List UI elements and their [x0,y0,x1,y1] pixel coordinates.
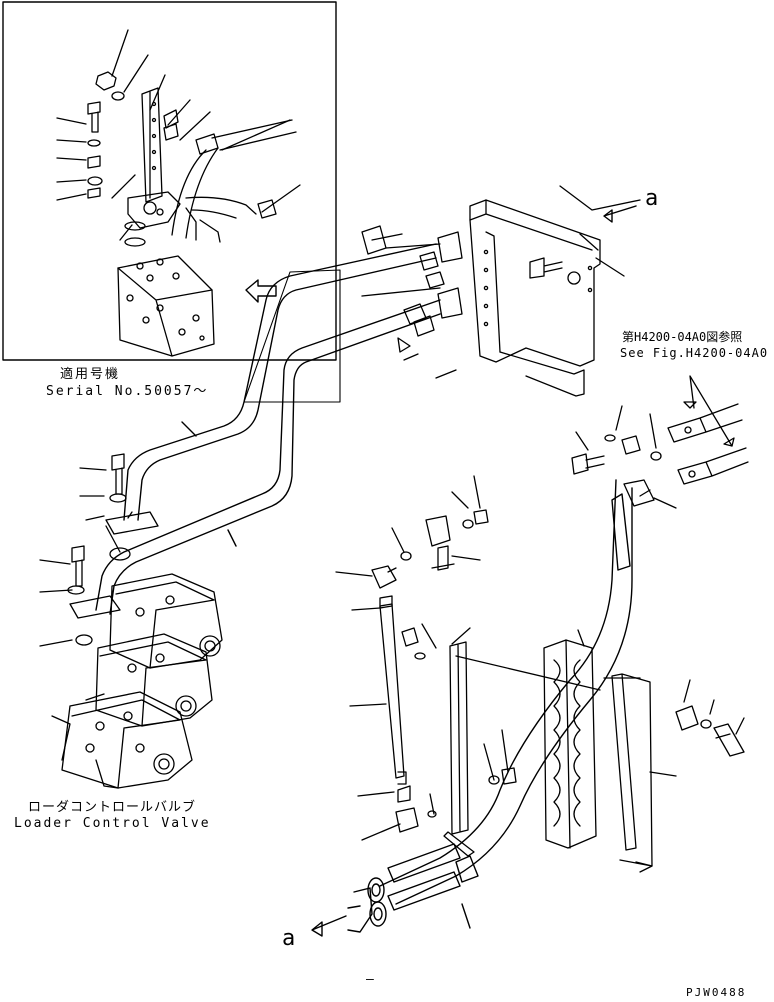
drawing-code: PJW0488 [686,986,747,999]
inset-arrow [245,279,277,303]
reference-figure-en[interactable]: See Fig.H4200-04A0 [620,346,769,360]
centre-small-parts [335,475,489,841]
right-side-fittings [571,375,749,757]
loader-control-valve-drawing [51,573,223,789]
inset-applicability-label: 適用号機 [60,367,121,382]
connector-label-a-top: a [645,186,659,211]
valve-label-jp: ローダコントロールバルブ [28,800,197,815]
valve-label-en: Loader Control Valve [14,816,211,831]
inset-serial-number: Serial No.50057〜 [46,384,209,399]
connector-label-a-bottom: a [282,926,296,951]
footer-dash: – [366,972,376,987]
clamp-strips [443,627,677,873]
connector-arrow-top [603,205,637,223]
reference-figure-jp[interactable]: 第H4200-04A0図参照 [622,330,743,344]
upper-fittings [361,225,463,379]
connector-arrow-bottom [311,915,347,937]
hydraulic-tubes [95,243,441,615]
flexible-hoses [347,479,633,933]
hose-support-frame [469,185,641,397]
tube-clamp-hardware [39,453,159,647]
inset-detail [2,1,337,361]
